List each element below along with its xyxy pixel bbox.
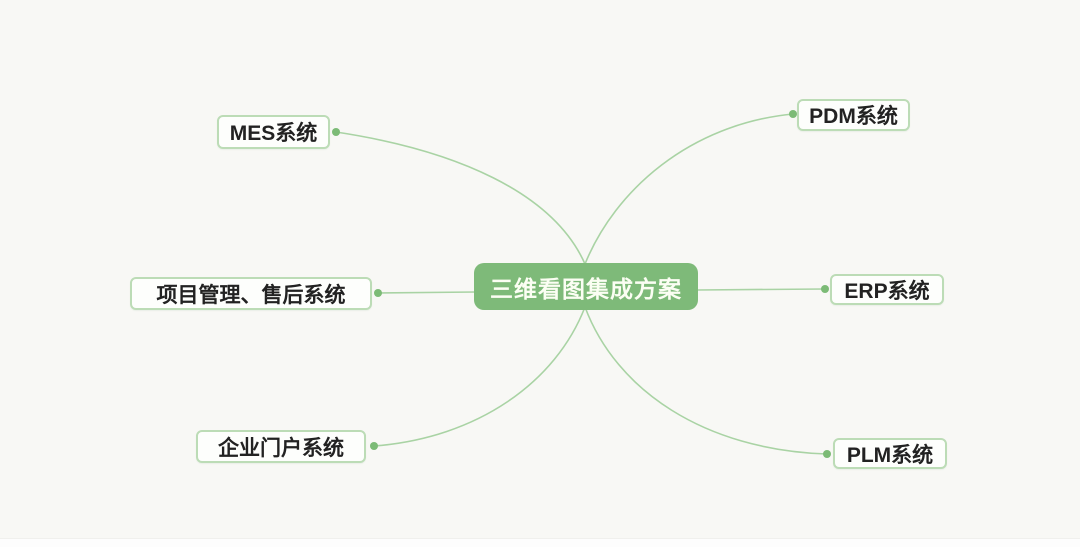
node-plm[interactable]: PLM系统 <box>833 438 947 469</box>
connector-portal <box>373 306 586 447</box>
center-node[interactable]: 三维看图集成方案 <box>474 263 698 310</box>
connector-dot-erp <box>821 285 829 293</box>
center-node-label: 三维看图集成方案 <box>490 275 682 302</box>
node-enterprise-portal[interactable]: 企业门户系统 <box>196 430 366 463</box>
node-pdm-label: PDM系统 <box>809 105 898 128</box>
node-project-management-label: 项目管理、售后系统 <box>156 283 346 307</box>
bottom-band <box>0 538 1080 547</box>
connector-dot-plm <box>823 450 831 458</box>
node-enterprise-portal-label: 企业门户系统 <box>218 436 344 460</box>
node-mes-label: MES系统 <box>229 122 318 145</box>
connector-erp <box>696 288 826 291</box>
connector-plm <box>584 306 828 455</box>
node-pdm[interactable]: PDM系统 <box>797 99 910 131</box>
connector-dot-mes <box>332 128 340 136</box>
node-erp-label: ERP系统 <box>844 279 930 303</box>
connector-dot-project <box>374 289 382 297</box>
node-mes[interactable]: MES系统 <box>217 115 330 149</box>
node-erp[interactable]: ERP系统 <box>830 274 944 305</box>
connector-mes <box>335 131 586 265</box>
node-project-management[interactable]: 项目管理、售后系统 <box>130 277 372 310</box>
connector-project <box>377 291 477 294</box>
node-plm-label: PLM系统 <box>846 443 934 467</box>
connector-dot-pdm <box>789 110 797 118</box>
connector-pdm <box>584 113 794 265</box>
connector-dot-portal <box>370 442 378 450</box>
